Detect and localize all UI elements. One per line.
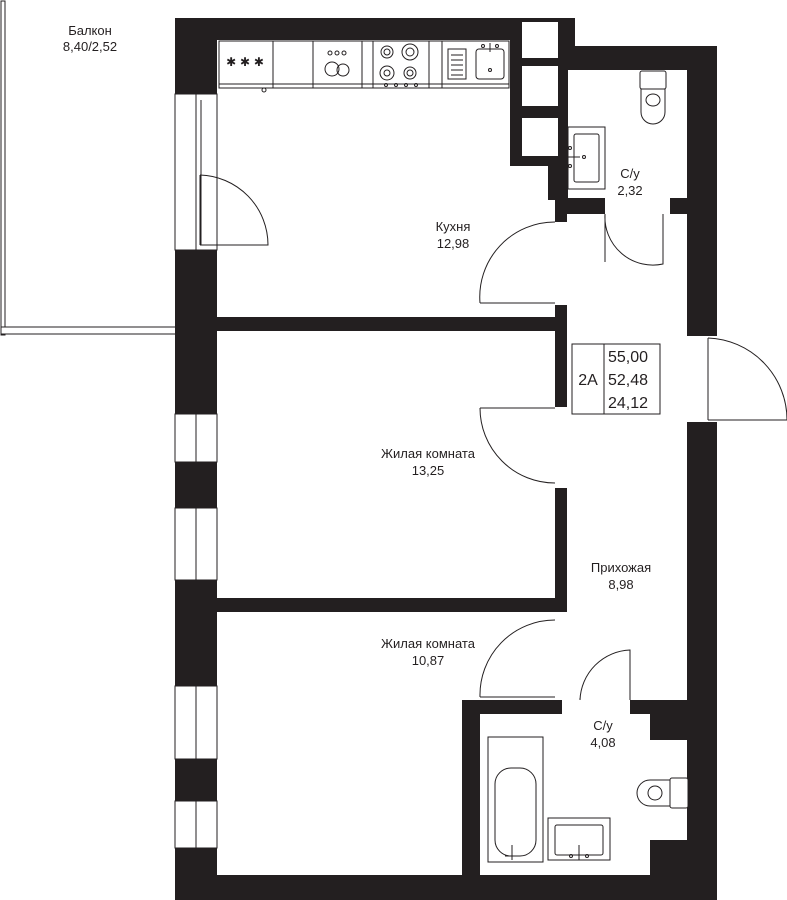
bath-sink-icon <box>547 817 611 861</box>
living-room-2-area: 10,87 <box>412 653 445 668</box>
windows <box>174 93 218 849</box>
balcony-name: Балкон <box>68 23 112 38</box>
living-room-2-name: Жилая комната <box>381 636 476 651</box>
bathroom-name: С/у <box>593 718 613 733</box>
outer-walls <box>175 18 717 900</box>
inner-walls <box>217 190 700 875</box>
hob-icon: ✱ ✱ ✱ <box>226 55 264 69</box>
stove-icon <box>379 43 419 87</box>
kitchen-area: 12,98 <box>437 236 470 251</box>
balcony <box>0 0 178 336</box>
bath-toilet-icon <box>636 777 689 809</box>
living-room-1-name: Жилая комната <box>381 446 476 461</box>
kitchen-sink-icon <box>447 43 505 80</box>
bathroom-area: 4,08 <box>590 735 615 750</box>
wc-top-area: 2,32 <box>617 183 642 198</box>
apartment-type: 2А <box>578 372 598 389</box>
apartment-summary: 2А 55,00 52,48 24,12 <box>571 343 661 415</box>
washbasin-icon <box>567 126 606 190</box>
total-area: 55,00 <box>608 349 648 366</box>
kitchen-name: Кухня <box>436 219 471 234</box>
bathtub-icon <box>487 736 544 863</box>
hallway-area: 8,98 <box>608 577 633 592</box>
dishwasher-icon <box>324 50 350 77</box>
wc-top-name: С/у <box>620 166 640 181</box>
area-excluding-balcony: 52,48 <box>608 372 648 389</box>
toilet-icon <box>639 70 667 125</box>
hallway-name: Прихожая <box>591 560 651 575</box>
living-area: 24,12 <box>608 395 648 412</box>
living-room-1-area: 13,25 <box>412 463 445 478</box>
doors <box>199 174 787 701</box>
ventilation-shafts <box>510 18 568 200</box>
balcony-area: 8,40/2,52 <box>63 39 117 54</box>
